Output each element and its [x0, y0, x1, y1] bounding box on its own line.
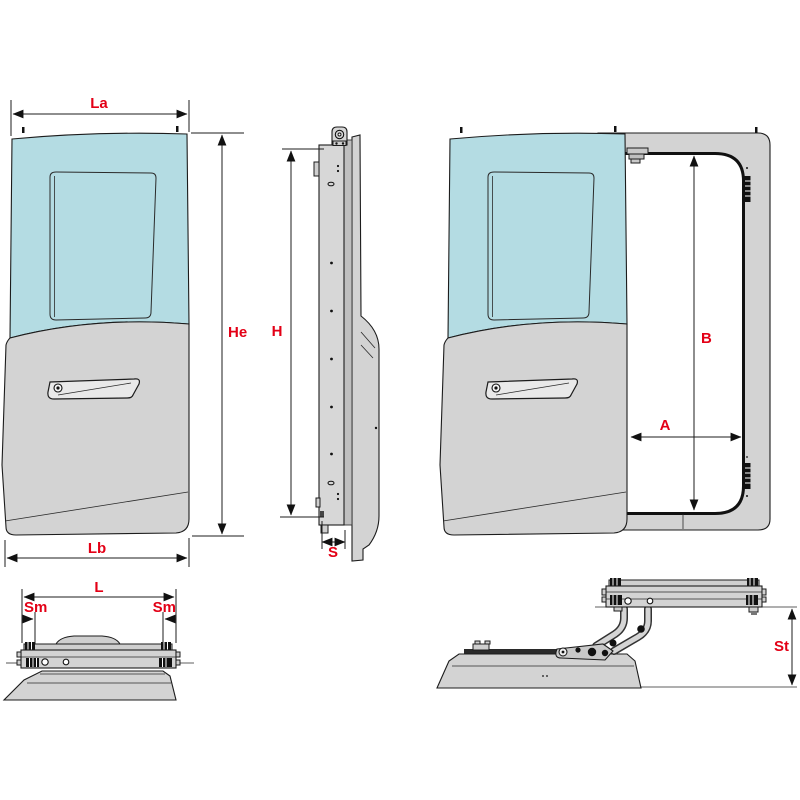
frame-view-door	[439, 125, 628, 536]
frame-top-pin	[755, 127, 758, 133]
rivet-dots	[327, 164, 340, 501]
body-sill-side-view	[436, 640, 642, 689]
frame-opening-view: B A	[439, 125, 771, 536]
label-h: H	[272, 323, 283, 340]
dim-a: A	[630, 417, 742, 442]
dim-la: La	[10, 95, 190, 136]
label-lb: Lb	[88, 540, 106, 557]
door-edge-gap-strip	[343, 139, 353, 526]
door-edge-strip	[313, 140, 347, 534]
dim-sm-right: Sm	[153, 599, 176, 644]
door-opening	[596, 152, 745, 515]
label-a: A	[660, 417, 671, 434]
door-outer-skin-profile	[351, 134, 380, 562]
label-he: He	[228, 324, 247, 341]
dim-b: B	[689, 155, 712, 511]
latch-striker-upper	[744, 167, 751, 202]
dim-sm-left: Sm	[22, 599, 47, 644]
side-profile-view: H S	[272, 126, 380, 562]
dim-h: H	[272, 148, 324, 518]
swing-arm	[555, 605, 652, 661]
roller-carriage	[626, 147, 649, 164]
door-top-profile	[16, 635, 181, 669]
label-b: B	[701, 330, 712, 347]
mechanism-view: St	[436, 578, 797, 689]
label-s: S	[328, 544, 338, 561]
top-view: L Sm Sm	[2, 579, 194, 701]
front-door-view: La He Lb	[1, 95, 247, 567]
latch-striker-lower	[744, 456, 751, 497]
label-sm-right: Sm	[153, 599, 176, 616]
label-la: La	[90, 95, 108, 112]
door-rail-side-view	[601, 578, 767, 615]
body-sill-top-view	[2, 670, 177, 701]
dim-lb: Lb	[4, 538, 190, 567]
label-st: St	[774, 638, 789, 655]
pivot-link	[555, 643, 614, 661]
dim-s: S	[321, 521, 346, 561]
dim-st: St	[774, 608, 797, 686]
front-door	[1, 125, 190, 536]
label-l: L	[94, 579, 103, 596]
dim-he: He	[191, 132, 247, 537]
label-sm-left: Sm	[24, 599, 47, 616]
dim-l: L	[21, 579, 177, 643]
